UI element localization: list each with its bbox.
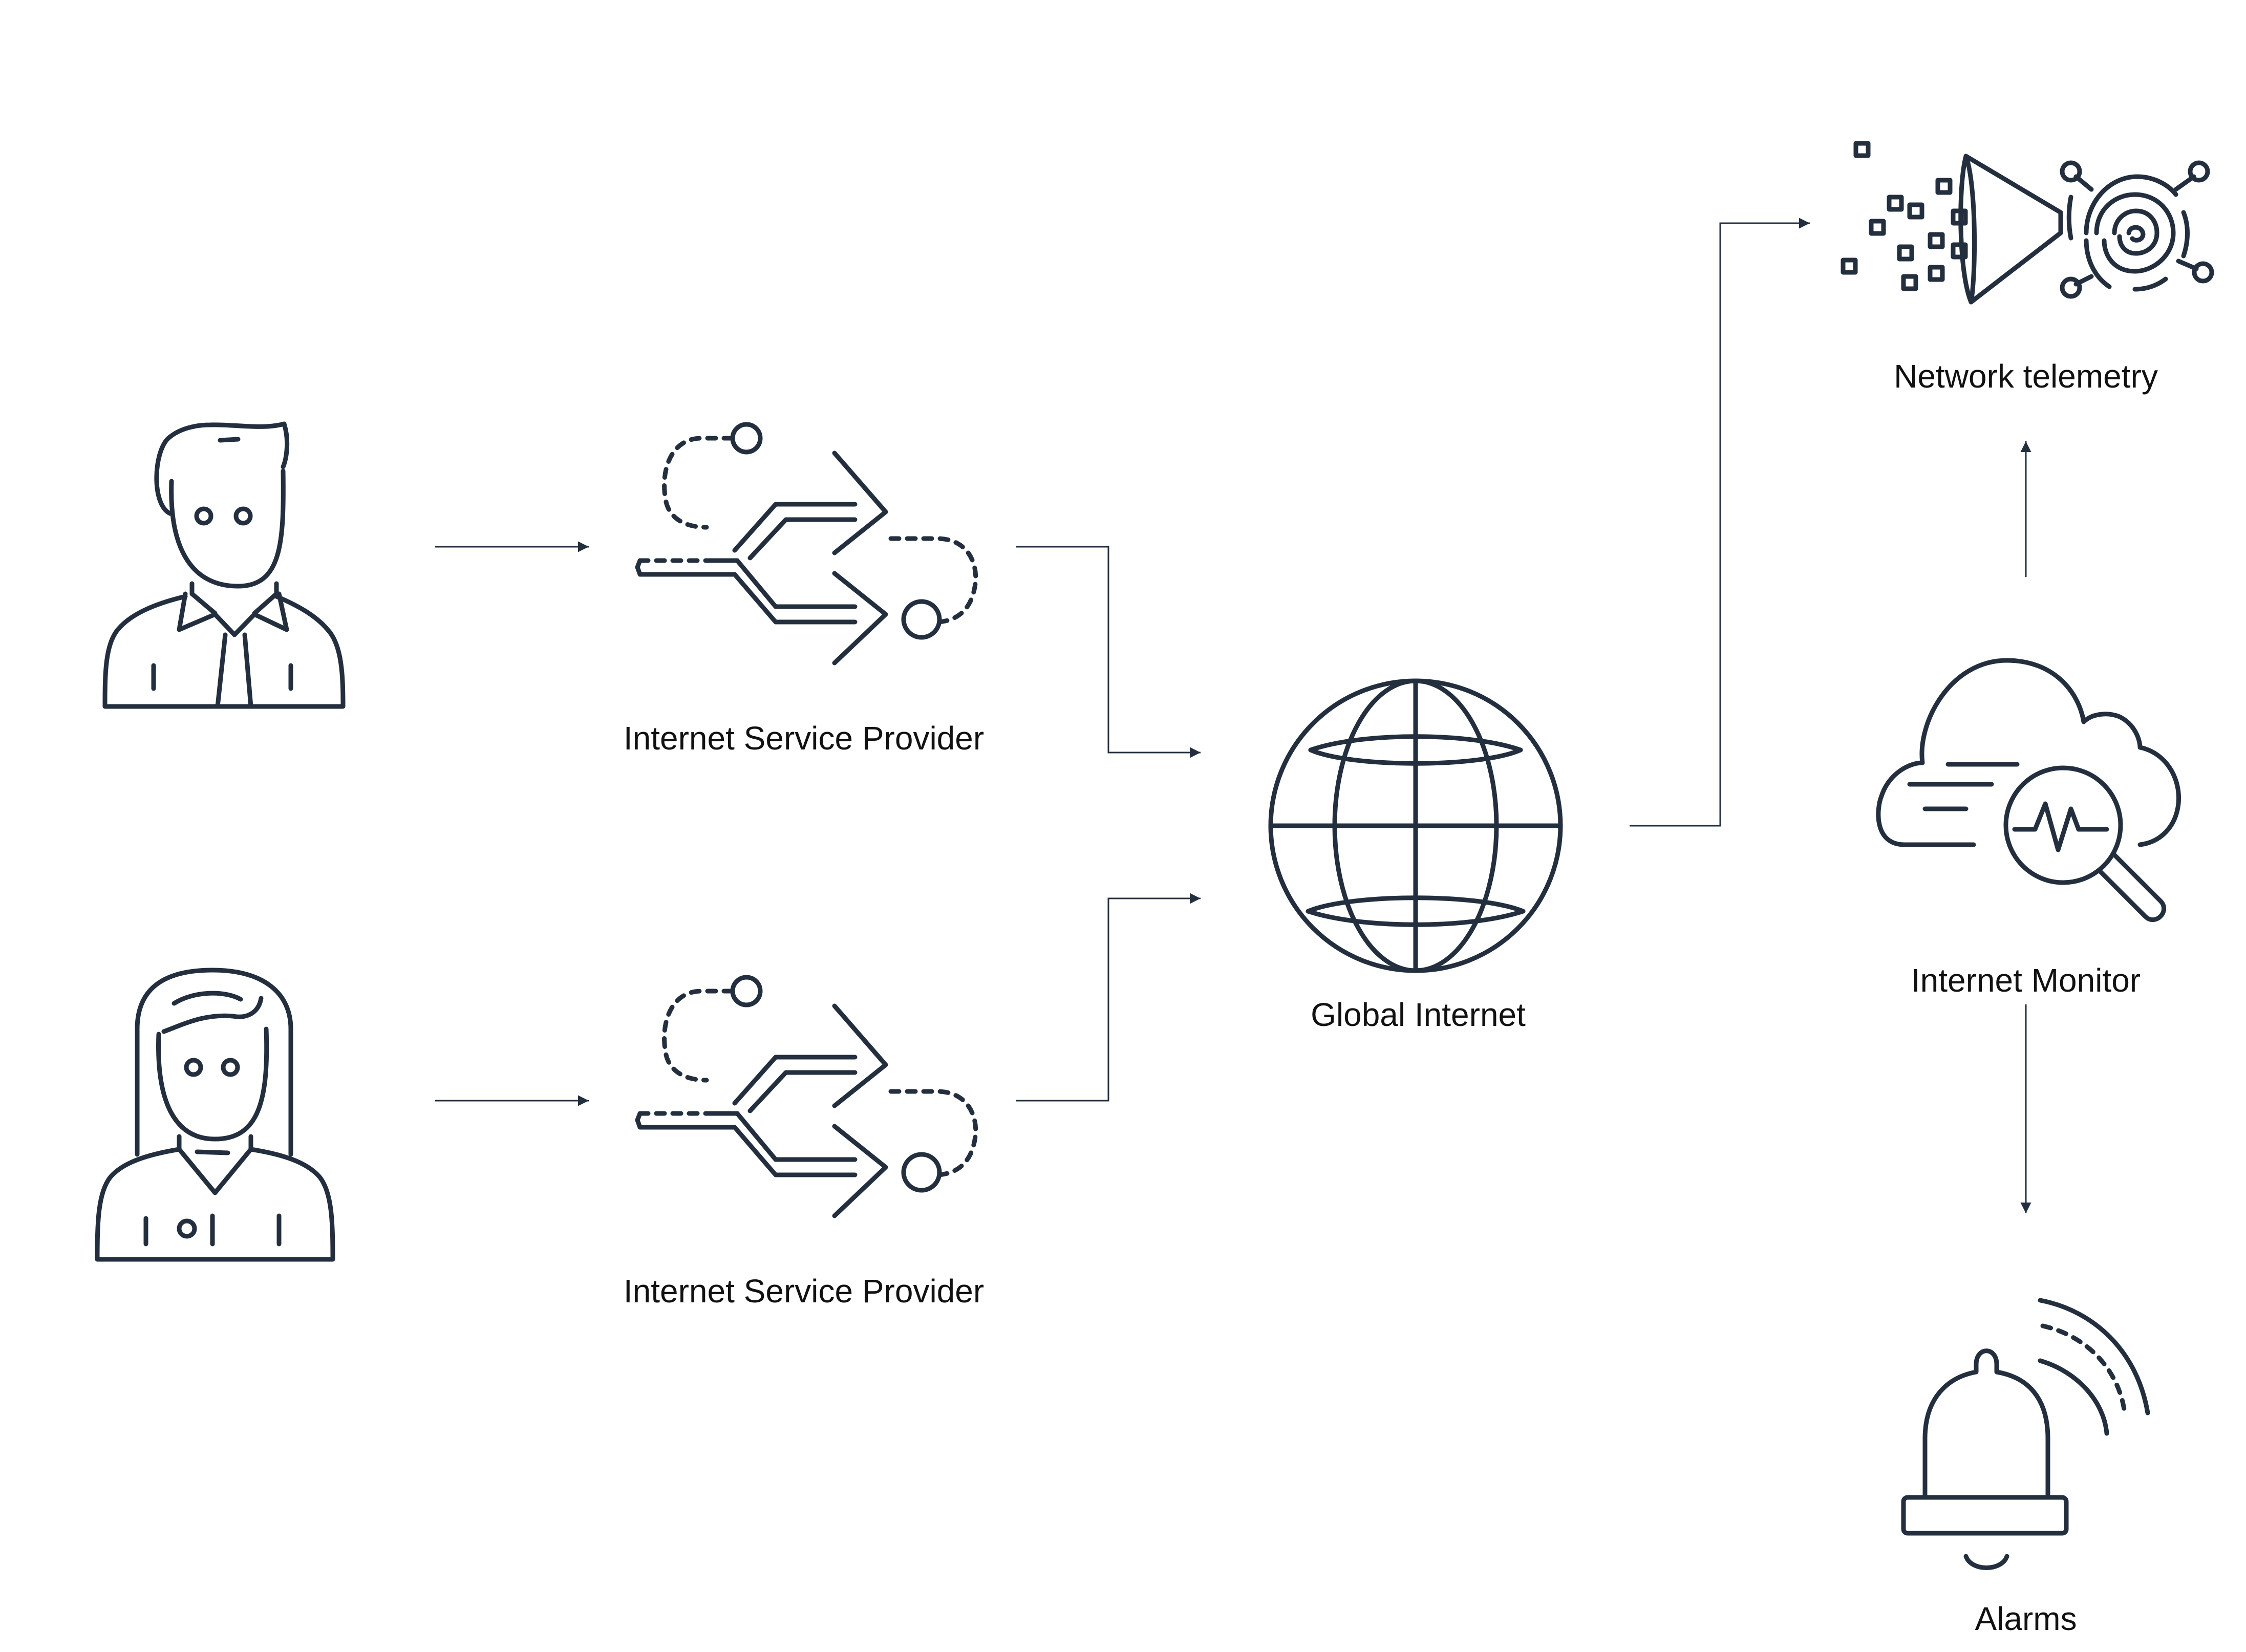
user-female-icon (95, 968, 335, 1262)
bell-icon (1901, 1298, 2150, 1570)
connector-isp-bottom-to-global-internet (1016, 893, 1201, 1102)
connectors (435, 218, 2031, 1213)
telemetry-funnel-icon (1841, 141, 2214, 305)
globe-icon (1268, 678, 1563, 973)
label-isp-top: Internet Service Provider (623, 720, 985, 757)
cloud-monitor-icon (1876, 658, 2181, 922)
label-isp-bottom: Internet Service Provider (623, 1273, 985, 1310)
connector-global-internet-to-telemetry (1630, 218, 1810, 827)
label-network-telemetry: Network telemetry (1894, 358, 2158, 395)
routing-arrows-icon (635, 422, 978, 666)
label-alarms: Alarms (1975, 1600, 2077, 1637)
routing-arrows-icon-bottom (637, 977, 976, 1216)
connector-isp-top-to-global-internet (1016, 546, 1201, 758)
user-male-icon (102, 421, 346, 709)
label-internet-monitor: Internet Monitor (1911, 962, 2141, 999)
label-global-internet: Global Internet (1311, 996, 1526, 1033)
